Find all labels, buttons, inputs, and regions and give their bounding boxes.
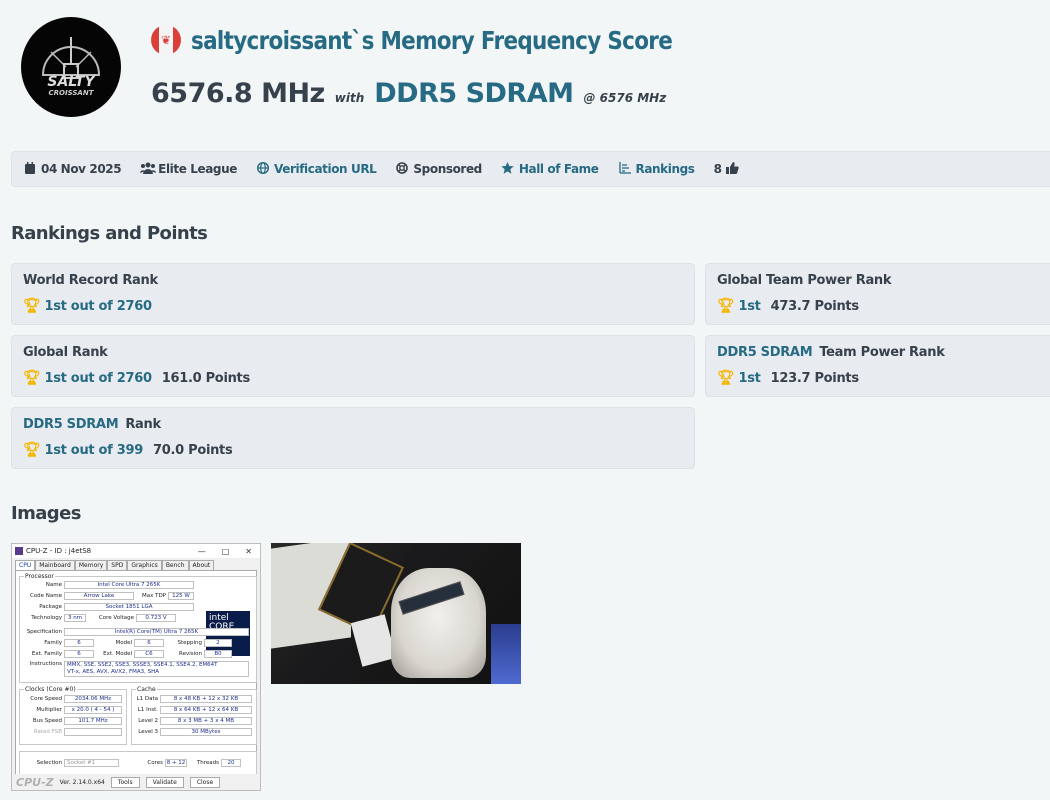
team-power-rank-link[interactable]: 1st [738,298,761,314]
verification-url-link[interactable]: Verification URL [256,161,377,177]
trophy-icon: 🏆︎ [717,298,735,314]
trophy-icon: 🏆︎ [717,370,735,386]
users-icon [140,162,157,177]
hardware-rank-card: DDR5 SDRAM Rank 🏆︎ 1st out of 399 70.0 P… [11,407,695,469]
canada-flag-icon: ❦ [151,25,181,55]
world-record-rank-link[interactable]: 1st out of 2760 [44,298,152,314]
hardware-team-rank-value-link[interactable]: 1st [738,370,761,386]
submission-date: 04 Nov 2025 [23,161,122,177]
minimize-icon: — [197,546,206,556]
rankings-link[interactable]: Rankings [618,161,695,177]
star-icon [501,161,515,177]
hardware-rank-value-link[interactable]: 1st out of 399 [44,442,143,458]
close-icon: ✕ [245,546,252,556]
trophy-icon: 🏆︎ [23,370,41,386]
cpuz-tabs: CPU Mainboard Memory SPD Graphics Bench … [12,558,260,570]
chart-bar-icon [618,161,632,177]
global-rank-link[interactable]: 1st out of 2760 [44,370,152,386]
score-value: 6576.8 MHz [151,78,325,109]
trophy-icon: 🏆︎ [23,442,41,458]
team-power-points: 473.7 Points [770,298,859,314]
world-record-rank-card: World Record Rank 🏆︎ 1st out of 2760 [11,263,695,325]
hall-of-fame-link[interactable]: Hall of Fame [501,161,599,177]
cpuz-app-icon [15,547,23,555]
score-row: 6576.8 MHz with DDR5 SDRAM @ 6576 MHz [151,78,666,109]
hardware-frequency: @ 6576 MHz [583,91,667,105]
global-points: 161.0 Points [161,370,250,386]
sponsored-badge: Sponsored [395,161,482,177]
meta-bar: 04 Nov 2025 Elite League Verification UR… [11,151,1050,187]
images-section-title: Images [11,503,81,524]
cpuz-screenshot[interactable]: CPU-Z - ID : j4etS8 —□✕ CPU Mainboard Me… [11,543,261,791]
salty-croissant-logo-icon: SALTY CROISSANT [41,37,101,97]
avatar[interactable]: SALTY CROISSANT [21,17,121,117]
global-rank-card: Global Rank 🏆︎ 1st out of 2760 161.0 Poi… [11,335,695,397]
like-count: 8 [713,162,722,176]
hardware-team-rank-link[interactable]: DDR5 SDRAM [717,345,813,360]
svg-text:SALTY: SALTY [47,74,96,90]
svg-text:CROISSANT: CROISSANT [49,89,95,97]
hardware-points: 70.0 Points [152,442,233,458]
maximize-icon: □ [221,546,230,556]
league-badge: Elite League [140,162,237,177]
like-button[interactable]: 8 [713,161,740,177]
life-ring-icon [395,161,409,177]
cpuz-close-button: Close [189,776,221,788]
hardware-link[interactable]: DDR5 SDRAM [374,78,574,109]
trophy-icon: 🏆︎ [23,298,41,314]
setup-photo[interactable] [271,543,521,684]
with-label: with [334,91,365,105]
cpuz-validate-button: Validate [145,776,184,788]
title-row: ❦ saltycroissant`s Memory Frequency Scor… [151,22,750,58]
page-title: saltycroissant`s Memory Frequency Score [191,25,673,55]
hardware-team-points: 123.7 Points [770,370,859,386]
globe-icon [256,161,270,177]
thumbs-up-icon [726,161,740,177]
global-team-power-rank-card: Global Team Power Rank 🏆︎ 1st 473.7 Poin… [705,263,1050,325]
hardware-team-power-rank-card: DDR5 SDRAM Team Power Rank 🏆︎ 1st 123.7 … [705,335,1050,397]
calendar-icon [23,161,37,177]
rankings-section-title: Rankings and Points [11,223,208,244]
hardware-rank-link[interactable]: DDR5 SDRAM [23,417,119,432]
cpuz-logo: CPU-Z [16,775,54,789]
cpuz-tools-button: Tools [110,776,140,788]
